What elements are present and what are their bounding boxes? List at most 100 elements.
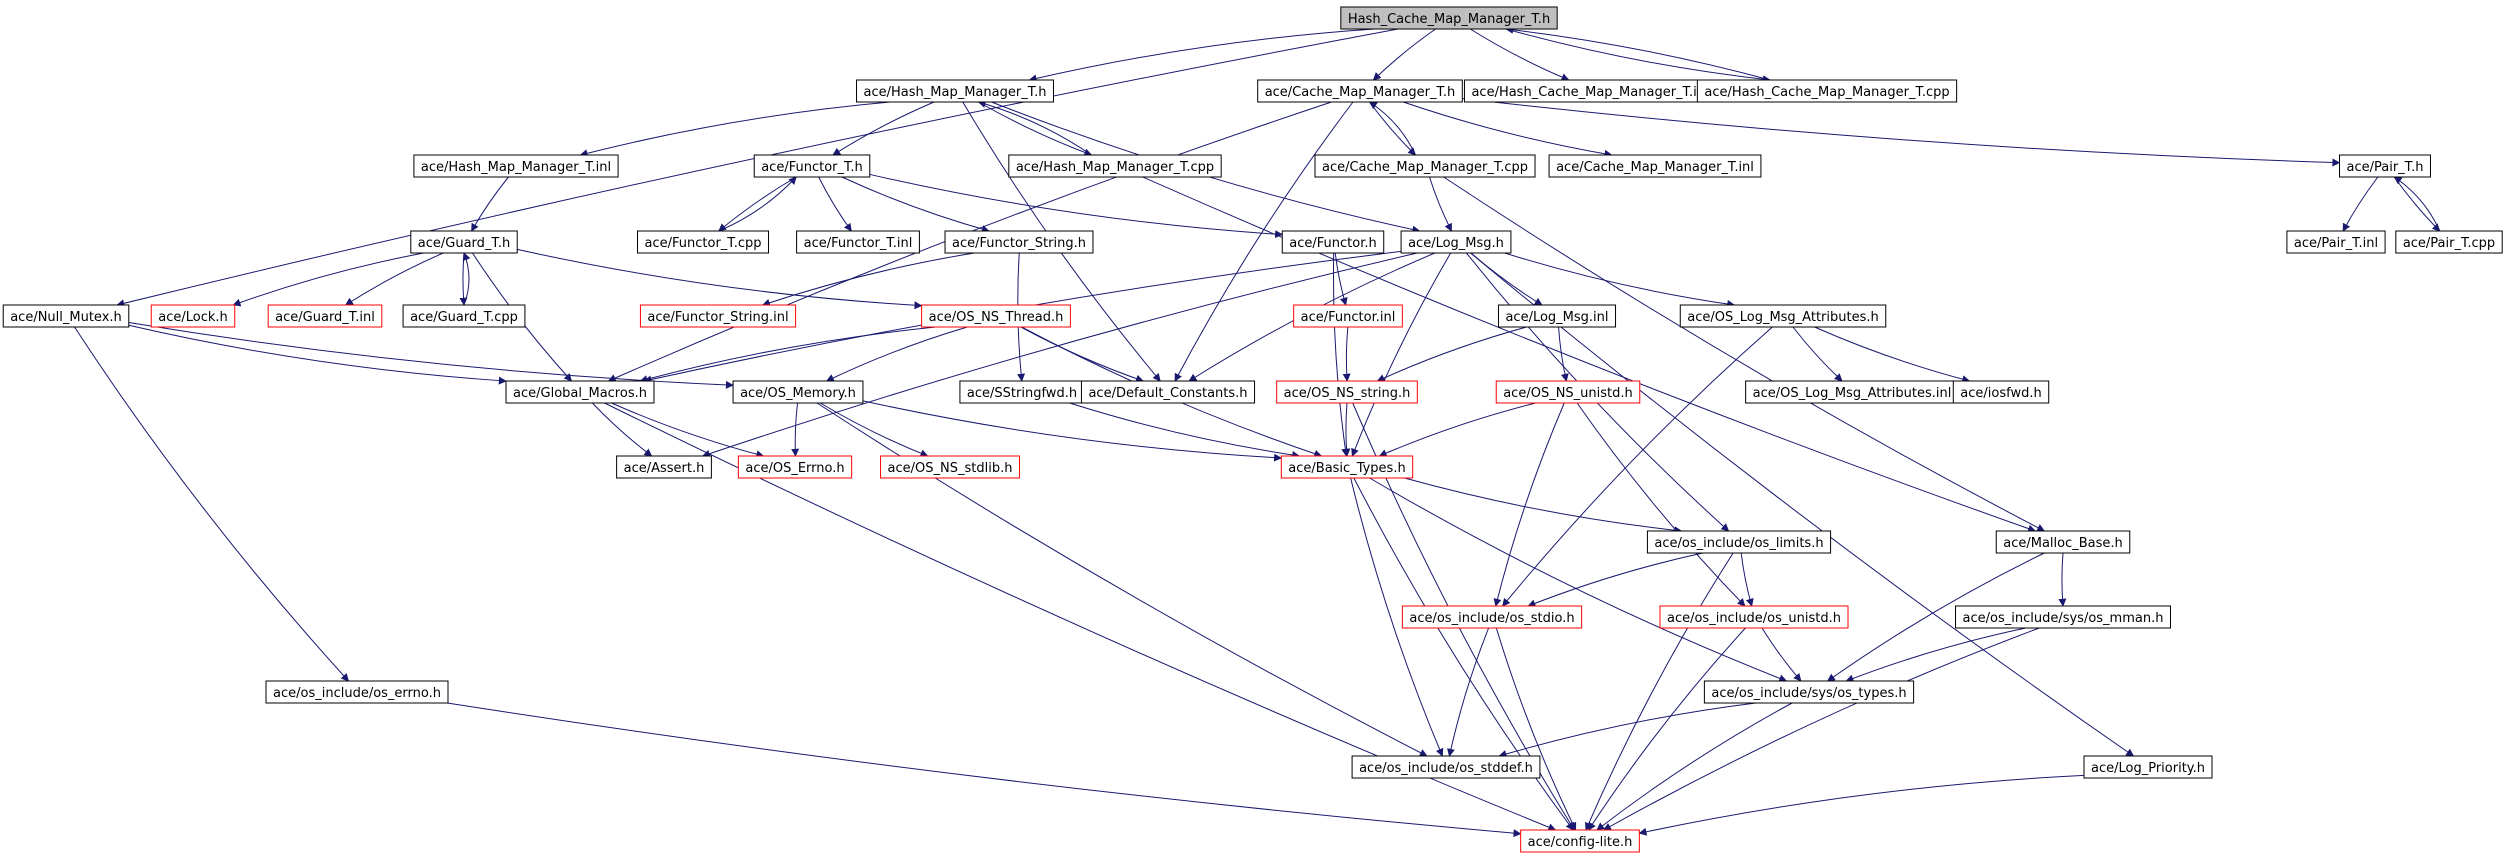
edge-null-mutex-to-os-memory: [128, 322, 734, 389]
node-box: [1351, 755, 1541, 779]
edge-os-ns-thread-to-global-macros: [639, 326, 936, 384]
node-box: [267, 304, 383, 328]
node-label: ace/OS_Log_Msg_Attributes.h: [1687, 310, 1878, 325]
node-guard-h: ace/Guard_T.h: [410, 230, 518, 254]
edge-functor-h-to-basic-types: [1332, 252, 1350, 457]
edge-basic-types-to-os-stddef: [1350, 477, 1444, 757]
node-hmm-inl: ace/Hash_Map_Manager_T.inl: [413, 154, 619, 178]
node-box: [2, 304, 130, 328]
edge-log-msg-h-to-log-priority: [1470, 252, 2135, 757]
edge-malloc-base-to-os-mman: [2058, 552, 2067, 607]
node-log-priority: ace/Log_Priority.h: [2083, 755, 2213, 779]
node-box: [1080, 380, 1256, 404]
edge-global-macros-to-os-errno: [611, 402, 765, 459]
node-box: [737, 455, 853, 479]
node-label: ace/os_include/sys/os_types.h: [1711, 686, 1906, 701]
edge-os-ns-thread-to-default-constants: [1020, 326, 1144, 383]
edge-hmm-cpp-to-hmm-h: [977, 100, 1092, 156]
node-label: ace/OS_NS_unistd.h: [1503, 386, 1633, 401]
node-box: [796, 230, 920, 254]
edge-cmm-cpp-to-log-msg-h: [1429, 176, 1452, 232]
edge-os-mman-to-config-lite: [1603, 627, 2040, 831]
edge-malloc-base-to-os-types: [1826, 552, 2045, 682]
edge-log-msg-h-to-os-log-attr-h: [1504, 252, 1736, 308]
node-functor-string-inl: ace/Functor_String.inl: [639, 304, 797, 328]
edge-log-priority-to-config-lite: [1638, 774, 2085, 836]
edge-basic-types-to-os-limits: [1404, 477, 1683, 535]
edge-basic-types-to-config-lite: [1353, 477, 1574, 831]
node-label: ace/Guard_T.inl: [275, 310, 375, 325]
node-box: [1646, 530, 1832, 554]
edge-os-limits-to-os-unistd: [1740, 552, 1754, 607]
node-label: Hash_Cache_Map_Manager_T.h: [1348, 12, 1550, 27]
node-malloc-base: ace/Malloc_Base.h: [1995, 530, 2131, 554]
node-label: ace/Lock.h: [158, 310, 228, 325]
node-box: [1314, 154, 1536, 178]
edge-log-msg-inl-to-os-ns-unistd: [1558, 326, 1569, 382]
edge-os-log-attr-h-to-os-log-attr-inl: [1792, 326, 1843, 382]
node-label: ace/Functor_T.cpp: [645, 236, 762, 251]
node-box: [1548, 154, 1762, 178]
node-os-limits: ace/os_include/os_limits.h: [1646, 530, 1832, 554]
edge-hmm-h-to-functor-t-h: [832, 101, 935, 156]
node-sstringfwd: ace/SStringfwd.h: [959, 380, 1085, 404]
node-label: ace/Guard_T.h: [418, 236, 510, 251]
node-label: ace/Default_Constants.h: [1088, 386, 1247, 401]
node-cmm-cpp: ace/Cache_Map_Manager_T.cpp: [1314, 154, 1536, 178]
node-label: ace/Hash_Cache_Map_Manager_T.cpp: [1704, 85, 1949, 100]
node-os-stddef: ace/os_include/os_stddef.h: [1351, 755, 1541, 779]
edge-pair-cpp-to-pair-h: [2393, 176, 2441, 232]
node-os-stdio: ace/os_include/os_stdio.h: [1401, 605, 1583, 629]
node-label: ace/Functor_T.h: [761, 160, 863, 175]
node-iosfwd: ace/iosfwd.h: [1952, 380, 2050, 404]
edge-cmm-h-to-cmm-cpp: [1369, 101, 1417, 156]
edge-functor-t-h-to-functor-t-inl: [818, 176, 852, 232]
node-label: ace/os_include/os_stdio.h: [1409, 611, 1574, 626]
edge-functor-t-h-to-functor-string-h: [841, 176, 990, 233]
node-guard-inl: ace/Guard_T.inl: [267, 304, 383, 328]
node-box: [1679, 304, 1887, 328]
node-label: ace/OS_Errno.h: [745, 461, 844, 476]
edge-cmm-cpp-to-malloc-base: [1443, 176, 2046, 532]
node-label: ace/os_include/sys/os_mman.h: [1963, 611, 2164, 626]
node-box: [856, 79, 1054, 103]
node-label: ace/Malloc_Base.h: [2003, 536, 2123, 551]
node-os-unistd: ace/os_include/os_unistd.h: [1659, 605, 1849, 629]
edge-root-to-hcmm-inl: [1469, 28, 1570, 81]
edge-os-types-to-os-stddef: [1498, 702, 1756, 758]
node-functor-inl: ace/Functor.inl: [1293, 304, 1403, 328]
node-box: [1495, 380, 1641, 404]
node-pair-h: ace/Pair_T.h: [2339, 154, 2431, 178]
node-label: ace/config-lite.h: [1528, 835, 1633, 850]
node-label: ace/Functor.h: [1289, 236, 1376, 251]
node-box: [639, 304, 797, 328]
edge-functor-string-h-to-functor-string-inl: [761, 252, 975, 307]
edge-os-ns-unistd-to-os-unistd: [1576, 402, 1746, 607]
edge-log-msg-h-to-assert-h: [701, 252, 1418, 458]
node-box: [1659, 605, 1849, 629]
edge-null-mutex-to-global-macros: [128, 324, 507, 385]
node-label: ace/os_include/os_unistd.h: [1667, 611, 1841, 626]
node-box: [1401, 605, 1583, 629]
node-box: [1400, 230, 1512, 254]
node-label: ace/os_include/os_stddef.h: [1359, 761, 1533, 776]
node-box: [410, 230, 518, 254]
node-box: [1293, 304, 1403, 328]
node-box: [1276, 380, 1418, 404]
edge-functor-t-h-to-functor-h: [869, 173, 1284, 239]
node-label: ace/Hash_Map_Manager_T.inl: [421, 160, 611, 175]
node-log-msg-inl: ace/Log_Msg.inl: [1497, 304, 1617, 328]
edge-os-types-to-config-lite: [1596, 702, 1793, 831]
node-hcmm-cpp: ace/Hash_Cache_Map_Manager_T.cpp: [1696, 79, 1958, 103]
node-box: [402, 304, 526, 328]
edge-guard-h-to-lock-h: [232, 252, 424, 307]
node-hmm-cpp: ace/Hash_Map_Manager_T.cpp: [1008, 154, 1222, 178]
node-box: [1340, 6, 1558, 30]
edge-cmm-h-to-default-constants: [1174, 101, 1354, 382]
node-box: [1696, 79, 1958, 103]
edge-os-stdio-to-os-stddef: [1447, 627, 1490, 757]
edge-guard-h-to-guard-inl: [344, 252, 444, 306]
node-box: [2339, 154, 2431, 178]
node-label: ace/Pair_T.inl: [2294, 236, 2378, 251]
